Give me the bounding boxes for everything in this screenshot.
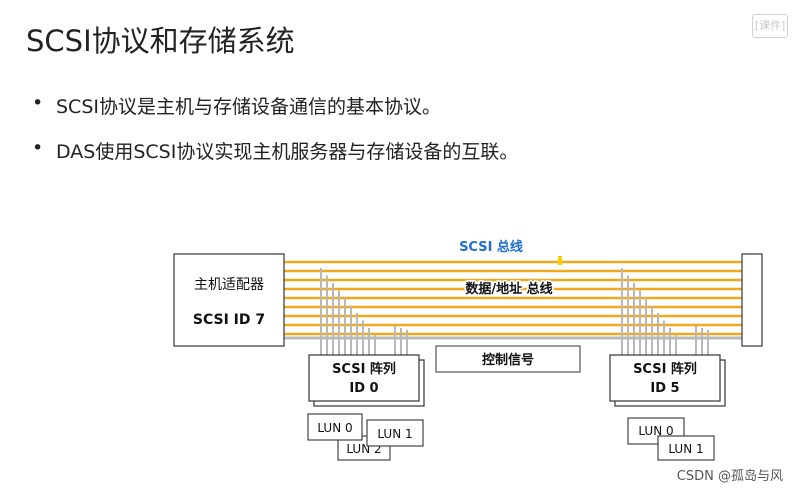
lun-label: LUN 0: [638, 424, 673, 438]
lun-box: [657, 435, 715, 461]
bullet-dot-icon: •: [32, 137, 44, 159]
watermark-text: CSDN @孤岛与风: [676, 469, 783, 484]
scsi-array-id: ID 0: [349, 381, 378, 396]
lun-label: LUN 1: [668, 442, 703, 456]
host-adapter-box: [173, 253, 285, 347]
bullet-text: DAS使用SCSI协议实现主机服务器与存储设备的互联。: [56, 141, 519, 163]
slide-title: SCSI协议和存储系统: [26, 24, 295, 58]
bullet-dot-icon: •: [32, 92, 44, 114]
bullet-list: • SCSI协议是主机与存储设备通信的基本协议。 • DAS使用SCSI协议实现…: [30, 92, 518, 182]
scsi-array-id: ID 5: [650, 381, 679, 396]
scsi-array-name: SCSI 阵列: [332, 361, 396, 377]
lun-box: [366, 419, 424, 447]
logo-badge: [课件]: [752, 14, 788, 38]
bus-cursor-marker: [558, 256, 562, 265]
bus-terminator: [741, 253, 763, 347]
host-adapter-name: 主机适配器: [194, 277, 264, 293]
bullet-item: • SCSI协议是主机与存储设备通信的基本协议。: [30, 92, 518, 119]
control-signal-box: [435, 345, 581, 373]
lun-label: LUN 1: [377, 427, 412, 441]
control-signal-label: 控制信号: [482, 352, 534, 368]
drop-lines: [320, 268, 709, 355]
lun-label: LUN 0: [317, 421, 352, 435]
scsi-array-box-id5: [609, 354, 721, 402]
lun-box: [307, 413, 363, 441]
bullet-item: • DAS使用SCSI协议实现主机服务器与存储设备的互联。: [30, 137, 518, 164]
bullet-text: SCSI协议是主机与存储设备通信的基本协议。: [56, 96, 441, 118]
scsi-array-box-id0: [308, 354, 420, 402]
scsi-array-name: SCSI 阵列: [633, 361, 697, 377]
scsi-bus-label: SCSI 总线: [459, 239, 523, 255]
data-address-bus-label: 数据/地址 总线: [465, 281, 552, 297]
bus-lines: [284, 260, 742, 340]
host-adapter-id: SCSI ID 7: [193, 312, 265, 328]
